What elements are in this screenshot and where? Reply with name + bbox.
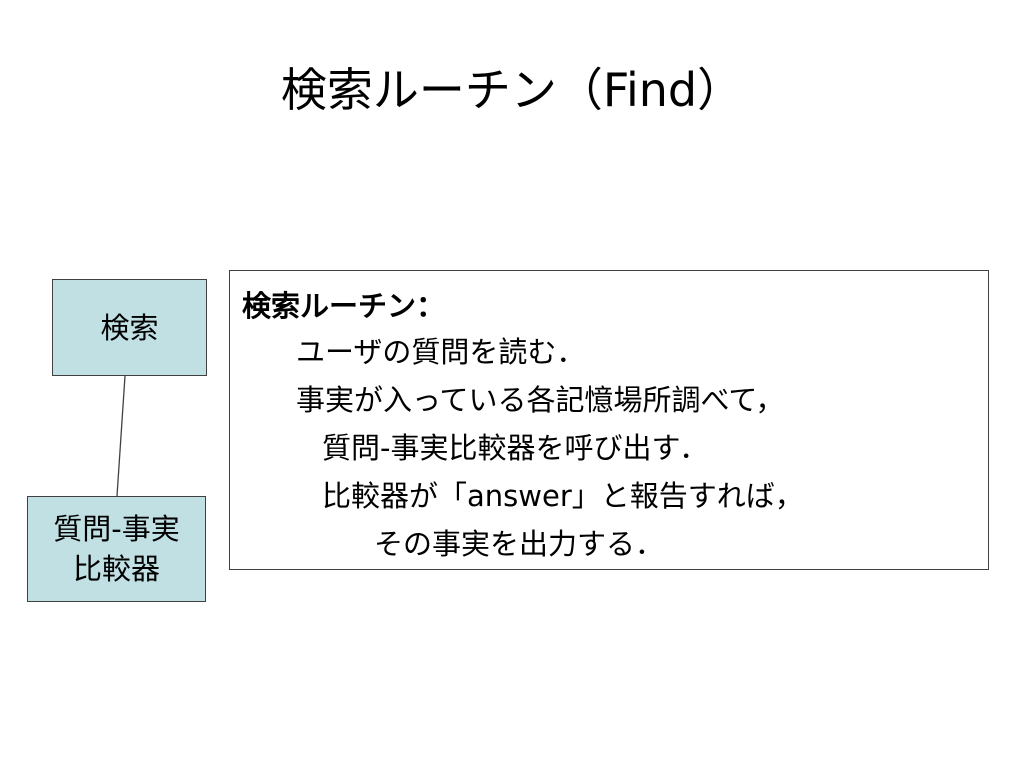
description-line: 比較器が「answer」と報告すれば，	[322, 479, 804, 513]
node-comparator-label-line-2: 比較器	[72, 552, 160, 586]
description-line: ユーザの質問を読む．	[296, 335, 586, 369]
node-search: 検索	[52, 279, 207, 376]
edge-search-to-comparator	[116, 375, 126, 497]
description-heading: 検索ルーチン：	[242, 289, 446, 323]
node-comparator-label-line-1: 質問-事実	[53, 512, 180, 546]
description-line: 質問-事実比較器を呼び出す．	[322, 431, 709, 465]
slide-title: 検索ルーチン（Find）	[280, 63, 744, 117]
description-line: 事実が入っている各記憶場所調べて，	[296, 383, 785, 417]
node-comparator: 質問-事実 比較器	[27, 496, 206, 602]
description-box: 検索ルーチン： ユーザの質問を読む． 事実が入っている各記憶場所調べて， 質問-…	[229, 270, 989, 570]
description-line: その事実を出力する．	[374, 527, 665, 561]
node-search-label: 検索	[100, 310, 159, 345]
